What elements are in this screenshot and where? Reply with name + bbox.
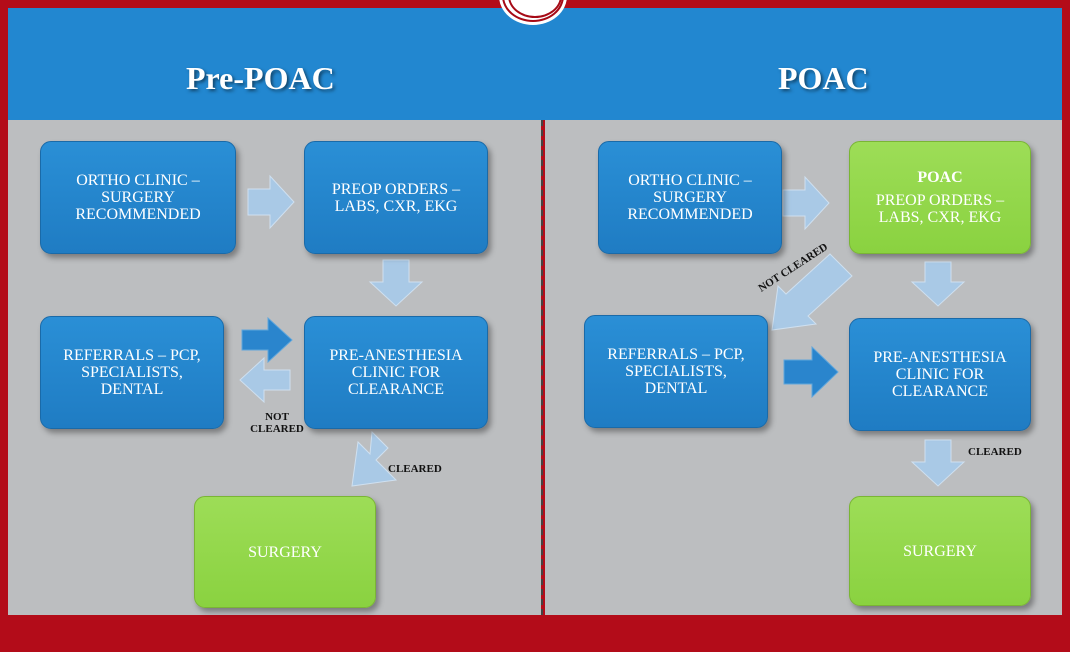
ortho-clinic-box: ORTHO CLINIC – SURGERY RECOMMENDED <box>40 141 236 254</box>
surgery-box: SURGERY <box>194 496 376 608</box>
pre-anesthesia-text: PRE-ANESTHESIA CLINIC FOR CLEARANCE <box>329 347 463 398</box>
cleared-label: CLEARED <box>388 463 442 475</box>
surgery-text: SURGERY <box>903 542 977 560</box>
right-title: POAC <box>778 60 869 96</box>
preop-orders-text: PREOP ORDERS – LABS, CXR, EKG <box>875 192 1005 226</box>
not-cleared-label: NOT CLEARED <box>250 411 304 435</box>
surgery-text: SURGERY <box>248 543 322 561</box>
panel-divider <box>541 120 543 615</box>
referrals-text: REFERRALS – PCP, SPECIALISTS, DENTAL <box>63 347 201 398</box>
poac-preop-orders-box: POAC PREOP ORDERS – LABS, CXR, EKG <box>849 141 1031 254</box>
pre-anesthesia-box: PRE-ANESTHESIA CLINIC FOR CLEARANCE <box>304 316 488 429</box>
preop-orders-box: PREOP ORDERS – LABS, CXR, EKG <box>304 141 488 254</box>
preop-orders-text: PREOP ORDERS – LABS, CXR, EKG <box>331 180 461 215</box>
cleared-label: CLEARED <box>968 446 1022 458</box>
referrals-text: REFERRALS – PCP, SPECIALISTS, DENTAL <box>607 346 745 397</box>
ortho-clinic-box: ORTHO CLINIC – SURGERY RECOMMENDED <box>598 141 782 254</box>
ortho-clinic-text: ORTHO CLINIC – SURGERY RECOMMENDED <box>75 172 201 223</box>
referrals-box: REFERRALS – PCP, SPECIALISTS, DENTAL <box>40 316 224 429</box>
ortho-clinic-text: ORTHO CLINIC – SURGERY RECOMMENDED <box>627 172 753 223</box>
referrals-box: REFERRALS – PCP, SPECIALISTS, DENTAL <box>584 315 768 428</box>
pre-anesthesia-box: PRE-ANESTHESIA CLINIC FOR CLEARANCE <box>849 318 1031 431</box>
surgery-box: SURGERY <box>849 496 1031 606</box>
pre-anesthesia-text: PRE-ANESTHESIA CLINIC FOR CLEARANCE <box>873 349 1007 400</box>
poac-label: POAC <box>917 169 963 186</box>
left-title: Pre-POAC <box>186 60 335 96</box>
header-band <box>8 8 1062 120</box>
